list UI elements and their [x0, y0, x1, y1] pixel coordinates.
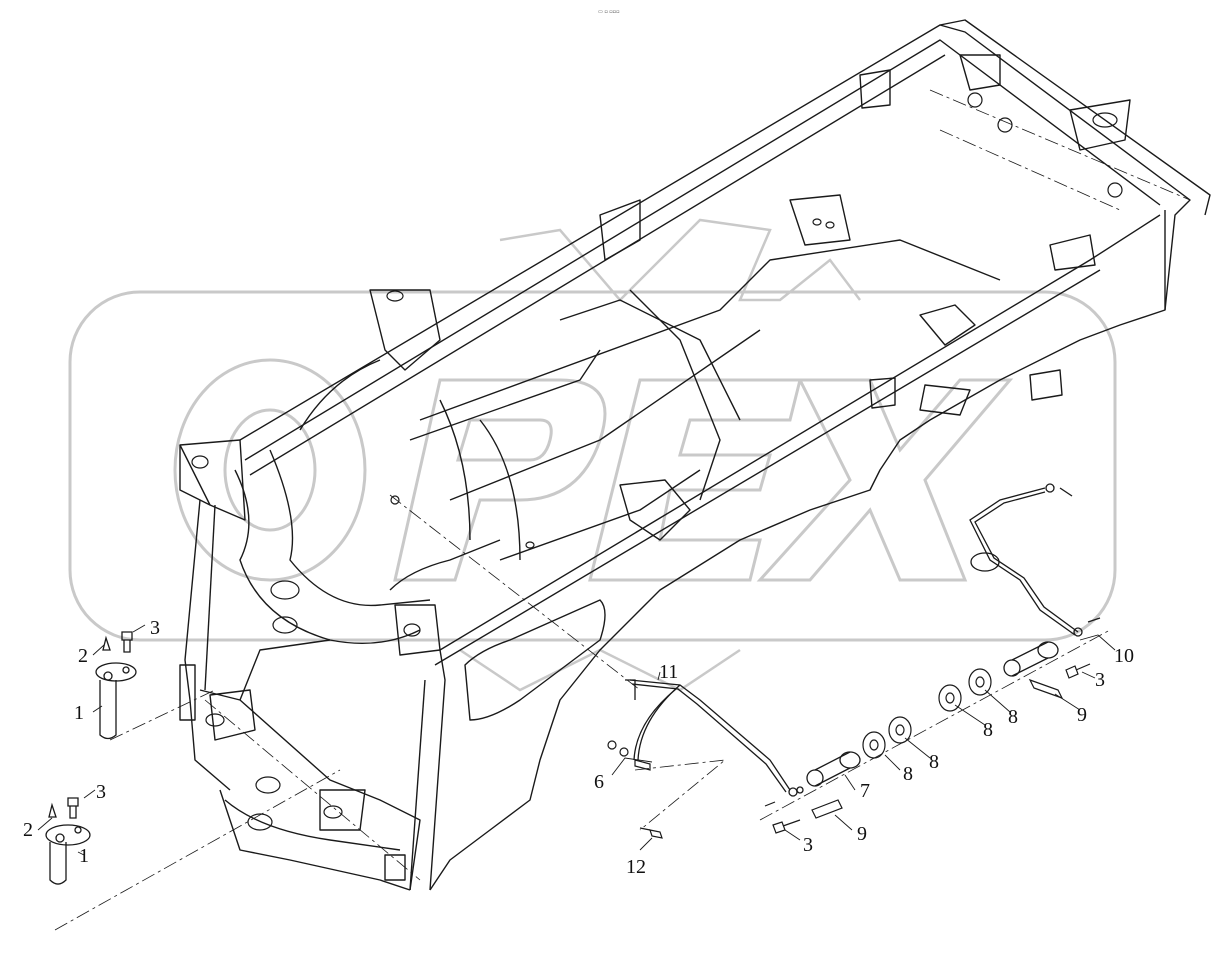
callout-2: 2 — [23, 819, 33, 841]
callout-9: 9 — [1077, 704, 1087, 726]
callout-2: 2 — [78, 645, 88, 667]
callout-8: 8 — [929, 751, 939, 773]
callout-6: 6 — [594, 771, 604, 793]
hydraulic-line-11 — [625, 679, 804, 797]
callout-11: 11 — [659, 661, 678, 683]
watermark-logo — [68, 218, 1117, 692]
washers-8 — [862, 668, 992, 759]
callout-8: 8 — [983, 719, 993, 741]
pin-7b — [1003, 641, 1059, 677]
callout-3: 3 — [96, 781, 106, 803]
pin-7 — [806, 751, 861, 787]
callout-1: 1 — [79, 845, 89, 867]
header-code: ▭ ▫ ▫▫▫ — [598, 9, 619, 15]
leader-lines — [37, 624, 1116, 856]
plates-9 — [811, 678, 1064, 819]
bolts-3-right — [764, 663, 1091, 834]
bolt-12 — [639, 827, 663, 839]
callout-labels: 2 3 1 2 3 1 11 6 12 3 7 9 8 8 8 8 9 3 10 — [23, 617, 1134, 878]
callout-7: 7 — [860, 780, 870, 802]
callout-10: 10 — [1114, 645, 1134, 667]
callout-12: 12 — [626, 856, 646, 878]
pin-assembly-lower — [45, 797, 91, 885]
callout-3: 3 — [150, 617, 160, 639]
callout-1: 1 — [74, 702, 84, 724]
pin-assembly-upper — [95, 631, 137, 740]
callout-3: 3 — [803, 834, 813, 856]
frame-assembly — [179, 19, 1211, 891]
callout-9: 9 — [857, 823, 867, 845]
callout-8: 8 — [1008, 706, 1018, 728]
callout-3: 3 — [1095, 669, 1105, 691]
callout-8: 8 — [903, 763, 913, 785]
frame-holes — [191, 92, 1123, 831]
hydraulic-line-10 — [969, 483, 1101, 637]
fasteners-6 — [607, 740, 651, 771]
center-lines — [54, 89, 1191, 931]
